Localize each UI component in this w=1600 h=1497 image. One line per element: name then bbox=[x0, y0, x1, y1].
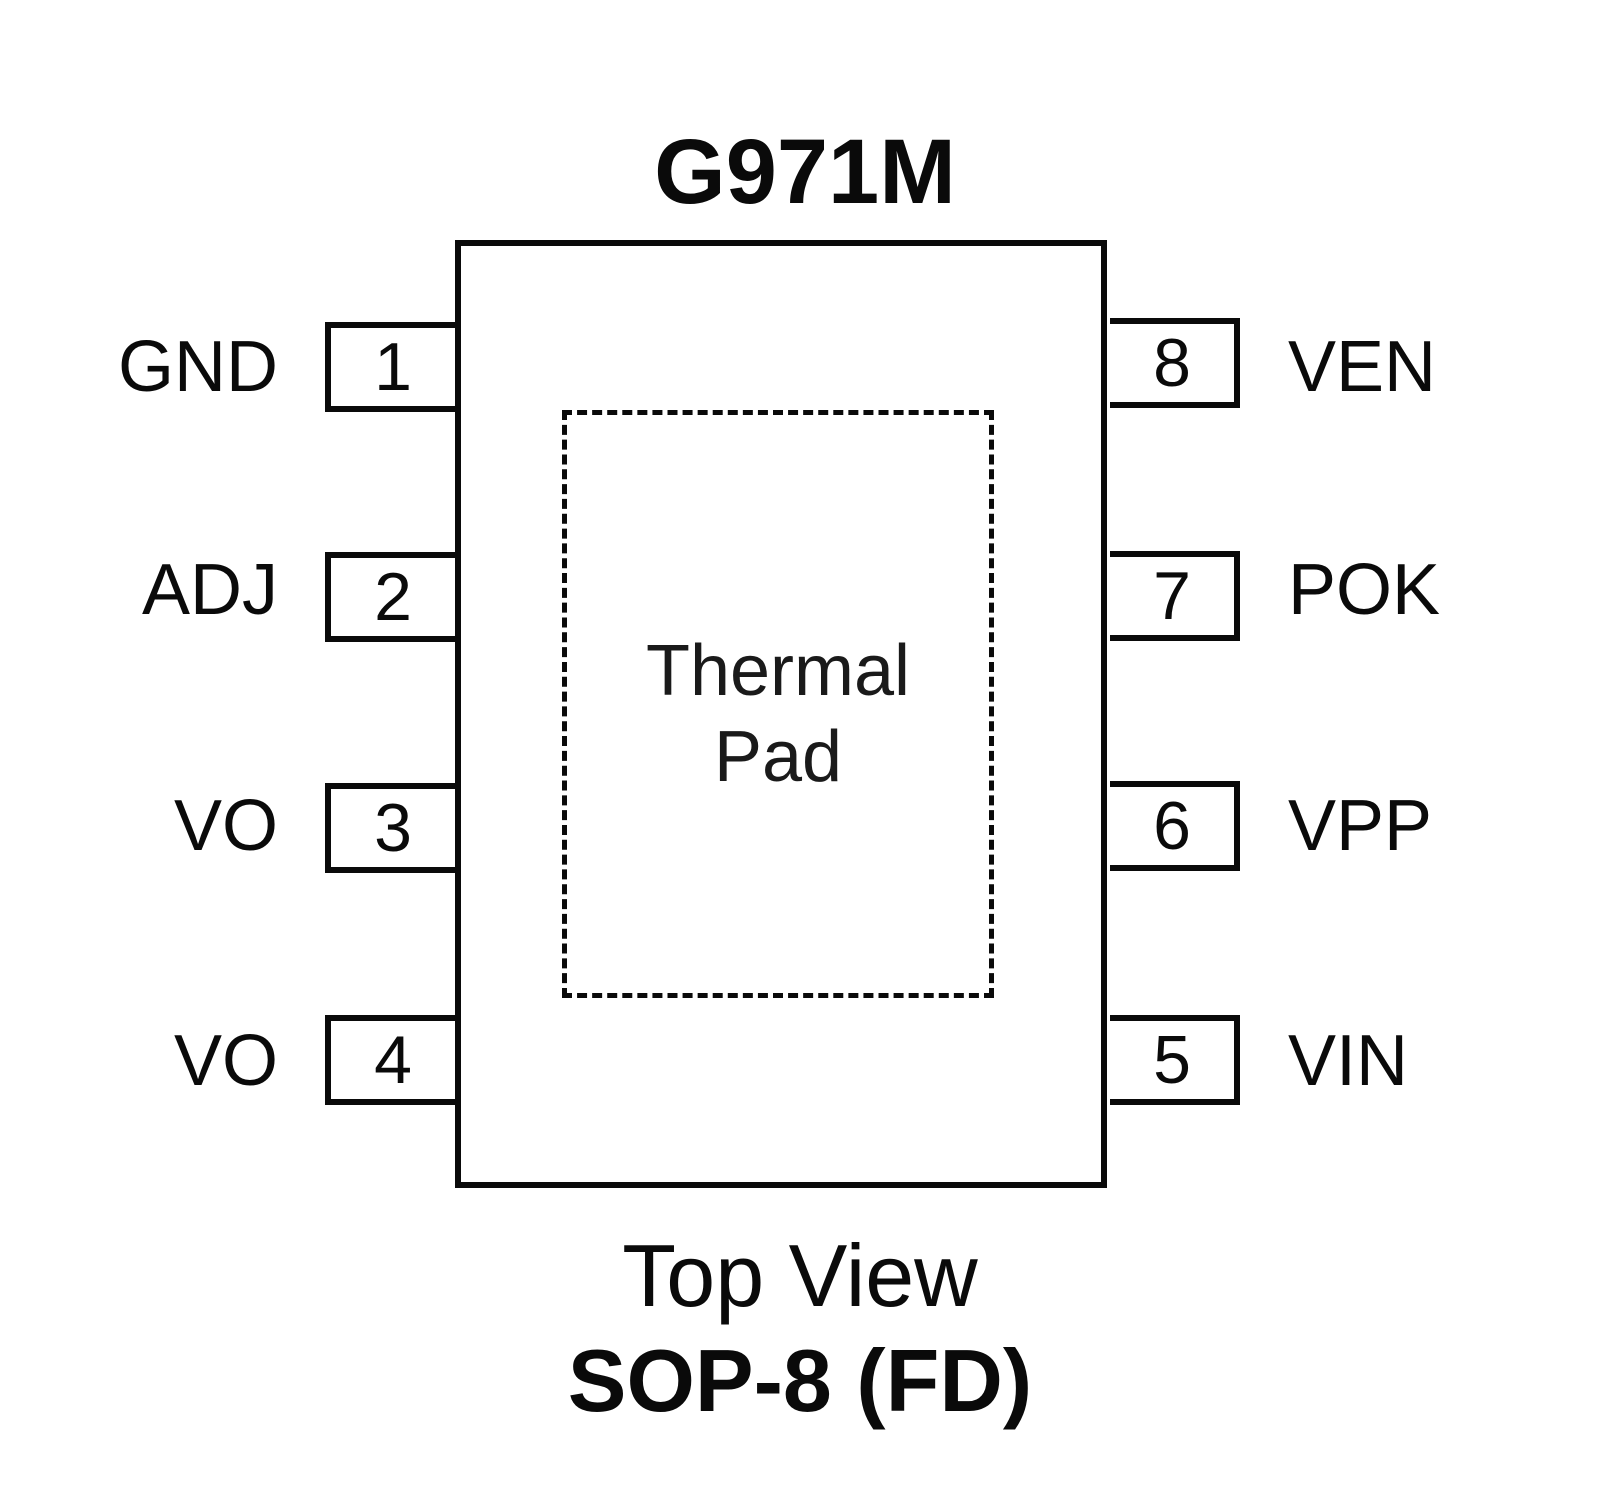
pin-6-label: VPP bbox=[1288, 786, 1433, 866]
package-label: SOP-8 (FD) bbox=[567, 1331, 1033, 1430]
pin-7: 7 bbox=[1110, 551, 1240, 641]
pin-1: 1 bbox=[325, 322, 455, 412]
pin-4: 4 bbox=[325, 1015, 455, 1105]
part-number-title: G971M bbox=[654, 121, 956, 223]
thermal-pad-label-line1: Thermal bbox=[645, 631, 911, 711]
view-label: Top View bbox=[622, 1226, 978, 1325]
pin-2-label: ADJ bbox=[141, 550, 278, 630]
pin-1-label: GND bbox=[118, 327, 278, 407]
thermal-pad-label-line2: Pad bbox=[713, 717, 843, 797]
thermal-pad-label: Thermal Pad bbox=[562, 628, 994, 800]
pin-2: 2 bbox=[325, 552, 455, 642]
thermal-pad-outline bbox=[562, 410, 994, 998]
pin-8: 8 bbox=[1110, 318, 1240, 408]
pin-5-label: VIN bbox=[1288, 1021, 1409, 1101]
pin-5: 5 bbox=[1110, 1015, 1240, 1105]
pin-6: 6 bbox=[1110, 781, 1240, 871]
pin-7-label: POK bbox=[1288, 550, 1441, 630]
pin-8-label: VEN bbox=[1288, 327, 1437, 407]
pin-3-label: VO bbox=[173, 786, 278, 866]
pin-4-label: VO bbox=[173, 1021, 278, 1101]
pin-3: 3 bbox=[325, 783, 455, 873]
